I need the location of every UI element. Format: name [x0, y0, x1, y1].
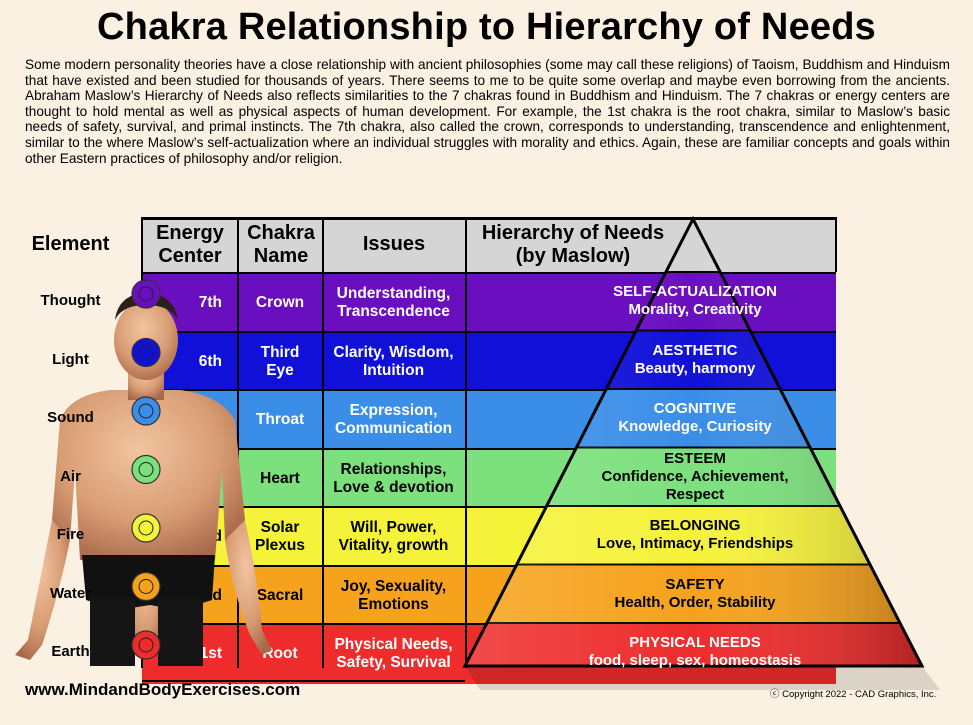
- copyright-notice: ⓒ Copyright 2022 - CAD Graphics, Inc.: [770, 689, 937, 700]
- chakra-symbol-icon: [131, 630, 161, 660]
- element-label: Earth: [51, 643, 90, 660]
- issues-cell: Understanding,Transcendence: [336, 285, 451, 321]
- column-divider: [237, 217, 239, 668]
- issues-cell: Clarity, Wisdom,Intuition: [333, 343, 454, 379]
- chakra-symbol-icon: [131, 571, 161, 602]
- column-divider: [322, 217, 324, 668]
- chakra-name-cell: Sacral: [256, 586, 304, 604]
- header-issues: Issues: [362, 233, 426, 255]
- column-divider: [835, 217, 837, 272]
- chakra-symbol-icon: [131, 454, 161, 485]
- energy-center-cell: 7th: [198, 294, 222, 312]
- column-divider: [465, 217, 467, 668]
- issues-cell: Joy, Sexuality,Emotions: [340, 577, 447, 613]
- chakra-symbol-icon: [131, 513, 161, 543]
- header-energy-center: Energy Center: [156, 222, 224, 267]
- element-label: Light: [52, 350, 89, 368]
- element-label: Thought: [40, 292, 101, 309]
- header-chakra-name: Chakra Name: [247, 222, 315, 267]
- chakra-name-cell: Heart: [260, 469, 300, 487]
- header-hierarchy: Hierarchy of Needs (by Maslow): [481, 222, 665, 267]
- issues-cell: Will, Power,Vitality, growth: [338, 519, 449, 555]
- chakra-name-cell: Throat: [255, 411, 305, 429]
- chakra-name-cell: Crown: [255, 294, 305, 312]
- element-label: Sound: [47, 409, 94, 426]
- website-url[interactable]: www.MindandBodyExercises.com: [25, 680, 301, 699]
- element-label: Air: [60, 467, 81, 485]
- element-label: Water: [49, 584, 92, 602]
- chakra-symbol-icon: [131, 337, 161, 368]
- table-header: [142, 217, 836, 275]
- header-element: Element: [31, 233, 110, 255]
- page-title: Chakra Relationship to Hierarchy of Need…: [97, 6, 876, 48]
- energy-center-cell: 6th: [198, 352, 222, 370]
- issues-cell: Expression,Communication: [334, 402, 453, 438]
- chakra-symbol-icon: [131, 396, 161, 426]
- table-bottom-border: [142, 679, 465, 682]
- energy-center-cell: 1st: [199, 645, 222, 663]
- chakra-symbol-icon: [131, 279, 161, 309]
- issues-cell: Physical Needs,Safety, Survival: [334, 636, 453, 672]
- element-label: Fire: [56, 526, 85, 543]
- issues-cell: Relationships,Love & devotion: [333, 460, 454, 496]
- intro-paragraph: Some modern personality theories have a …: [25, 57, 950, 166]
